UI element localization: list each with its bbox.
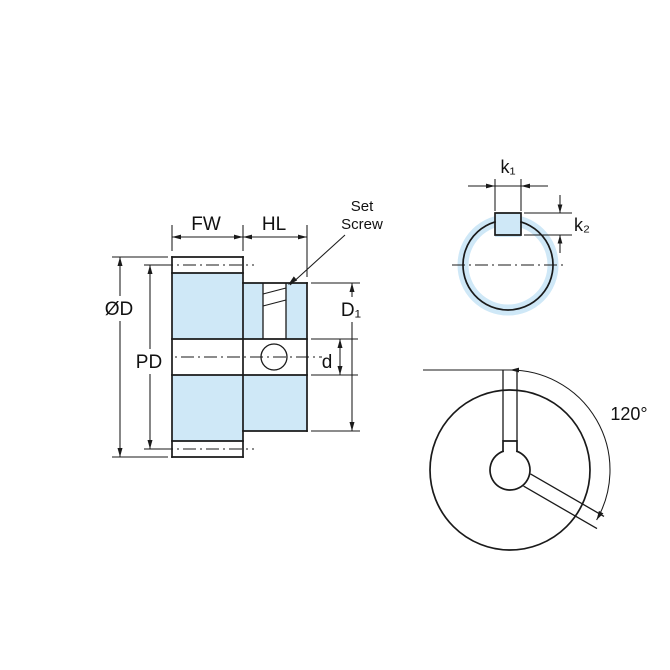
arrowhead xyxy=(510,367,519,373)
arrowhead xyxy=(557,235,563,244)
dimension-pd: PD xyxy=(129,264,171,450)
dimension-d: d xyxy=(311,338,358,376)
keyway-notch xyxy=(494,212,522,236)
keyway-detail-view: k₁ k₂ xyxy=(452,157,590,316)
arrowhead xyxy=(557,204,563,213)
dim-label-od: ØD xyxy=(105,299,134,320)
set-screw-callout: Set Screw xyxy=(288,198,383,286)
dimension-k2: k₂ xyxy=(524,195,590,253)
arrowhead xyxy=(349,283,355,292)
gear-web-upper-fill xyxy=(172,273,243,339)
keyway-highlight xyxy=(495,213,521,237)
arrowhead xyxy=(117,448,123,457)
dimension-hl: HL xyxy=(243,214,308,277)
dim-label-pd: PD xyxy=(136,352,162,373)
bore-circle xyxy=(489,450,531,491)
dim-label-k1: k₁ xyxy=(500,157,515,177)
thread-mark xyxy=(262,287,287,295)
cross-section-highlight xyxy=(172,273,307,441)
arrowhead xyxy=(117,257,123,266)
thread-mark xyxy=(262,299,287,307)
arrowhead xyxy=(234,234,243,240)
dim-label-angle: 120° xyxy=(610,404,647,424)
arrowhead xyxy=(147,265,153,274)
bore-circle xyxy=(462,220,554,311)
arrowhead xyxy=(172,234,181,240)
arrowhead xyxy=(147,440,153,449)
set-screw-label-line2: Screw xyxy=(341,216,383,233)
front-view: 120° xyxy=(423,367,648,551)
arrowhead xyxy=(337,366,343,375)
keyway-notch xyxy=(502,440,518,453)
arrowhead xyxy=(521,183,530,189)
label-mask xyxy=(99,296,141,321)
arrowhead xyxy=(337,339,343,348)
dimension-angle: 120° xyxy=(423,367,648,521)
dim-label-k2: k₂ xyxy=(574,215,590,235)
arrowhead xyxy=(349,422,355,431)
dimension-fw: FW xyxy=(171,214,244,251)
dim-label-fw: FW xyxy=(191,214,221,235)
arrowhead xyxy=(288,276,298,285)
dimension-d1: D₁ xyxy=(311,282,369,432)
centerlines xyxy=(158,264,322,450)
arrowhead xyxy=(486,183,495,189)
arrowhead xyxy=(243,234,252,240)
gear-web-lower-fill xyxy=(172,375,243,441)
arrowhead xyxy=(298,234,307,240)
dim-label-d: d xyxy=(322,352,333,373)
hub-upper-left-fill xyxy=(243,283,263,339)
set-screw-tip-circle xyxy=(260,343,288,371)
gear-outline xyxy=(171,256,308,458)
leader-line xyxy=(289,234,346,286)
angle-arc xyxy=(509,369,611,521)
dim-label-d1: D₁ xyxy=(341,300,361,321)
arrowhead xyxy=(596,510,604,520)
hub-lower-fill xyxy=(243,375,307,431)
outer-diameter-circle xyxy=(429,389,591,551)
dimension-od: ØD xyxy=(99,256,168,458)
set-screw-hole xyxy=(260,283,288,371)
label-mask xyxy=(129,349,171,374)
dimension-k1: k₁ xyxy=(468,157,548,211)
side-view: FW HL ØD PD xyxy=(99,198,383,458)
angled-screw-hole-upper xyxy=(530,473,605,517)
dim-label-hl: HL xyxy=(262,214,286,235)
set-screw-label-line1: Set xyxy=(351,198,374,215)
hub-upper-right-fill xyxy=(286,283,307,339)
angled-screw-hole-lower xyxy=(523,485,598,530)
label-mask xyxy=(335,297,369,322)
